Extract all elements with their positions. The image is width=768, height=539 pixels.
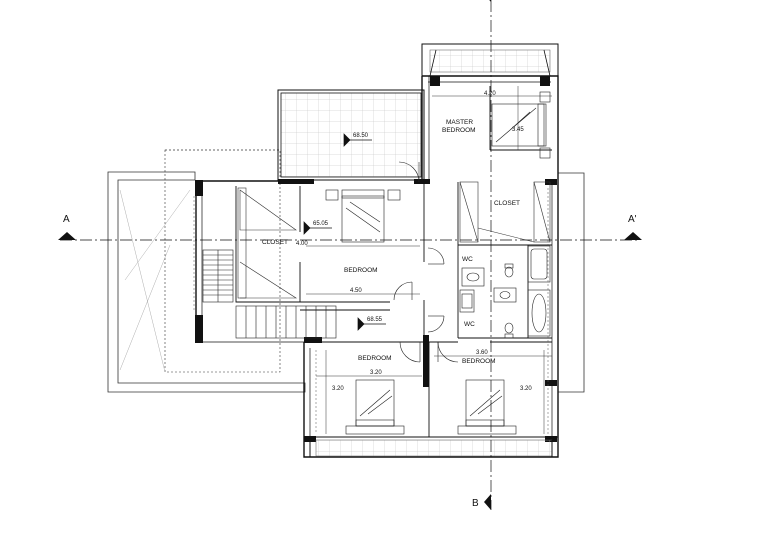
section-markers [58,0,642,510]
interior-walls [235,86,558,438]
bedroom-br-bed [457,379,517,435]
section-label-a-right: A' [628,214,637,225]
bottom-balcony [309,439,553,457]
level-hall: 68.55 [367,317,383,323]
dim-bedroom-depth: 4.00 [296,241,308,247]
room-label-master-1: MASTER [446,119,473,126]
stairs [202,249,337,339]
dim-bedroom-bl-width: 3.20 [370,370,382,376]
roof-outline [107,149,585,393]
dim-master-depth: 3.45 [512,127,524,133]
master-bed [491,91,551,159]
room-label-bedroom: BEDROOM [344,267,378,274]
dimension-lines [306,86,552,434]
room-label-closet-left: CLOSET [262,239,288,246]
wall-columns [195,76,557,442]
level-bedroom: 65.05 [313,221,329,227]
level-marker-symbols [303,133,386,331]
level-terrace: 68.50 [353,133,369,139]
room-label-bedroom-br: BEDROOM [462,358,496,365]
roof-slope-lines [119,189,191,373]
dim-bedroom-br-width: 3.60 [476,350,488,356]
bath-fixtures [459,245,551,339]
room-label-master-2: BEDROOM [442,127,476,134]
window-lines [193,188,549,434]
terrace [277,89,425,181]
dim-master-width: 4.20 [484,91,496,97]
closet-master-fixtures [459,181,551,243]
bedroom-bl-bed [345,379,405,435]
room-label-bedroom-bl: BEDROOM [358,355,392,362]
section-lines [60,0,640,510]
room-label-wc-upper: WC [462,256,473,263]
dim-bedroom-br-depth: 3.20 [520,386,532,392]
section-label-a-left: A [63,214,70,225]
dim-bedroom-width: 4.50 [350,288,362,294]
master-balcony [421,43,559,77]
section-label-b: B [472,498,479,509]
room-label-closet-master: CLOSET [494,200,520,207]
closet-left-fixtures [237,187,298,299]
bedroom-bed [325,189,401,243]
doors [393,161,459,363]
exterior-walls [195,75,559,458]
room-label-wc-lower: WC [464,321,475,328]
dim-bedroom-bl-depth: 3.20 [332,386,344,392]
